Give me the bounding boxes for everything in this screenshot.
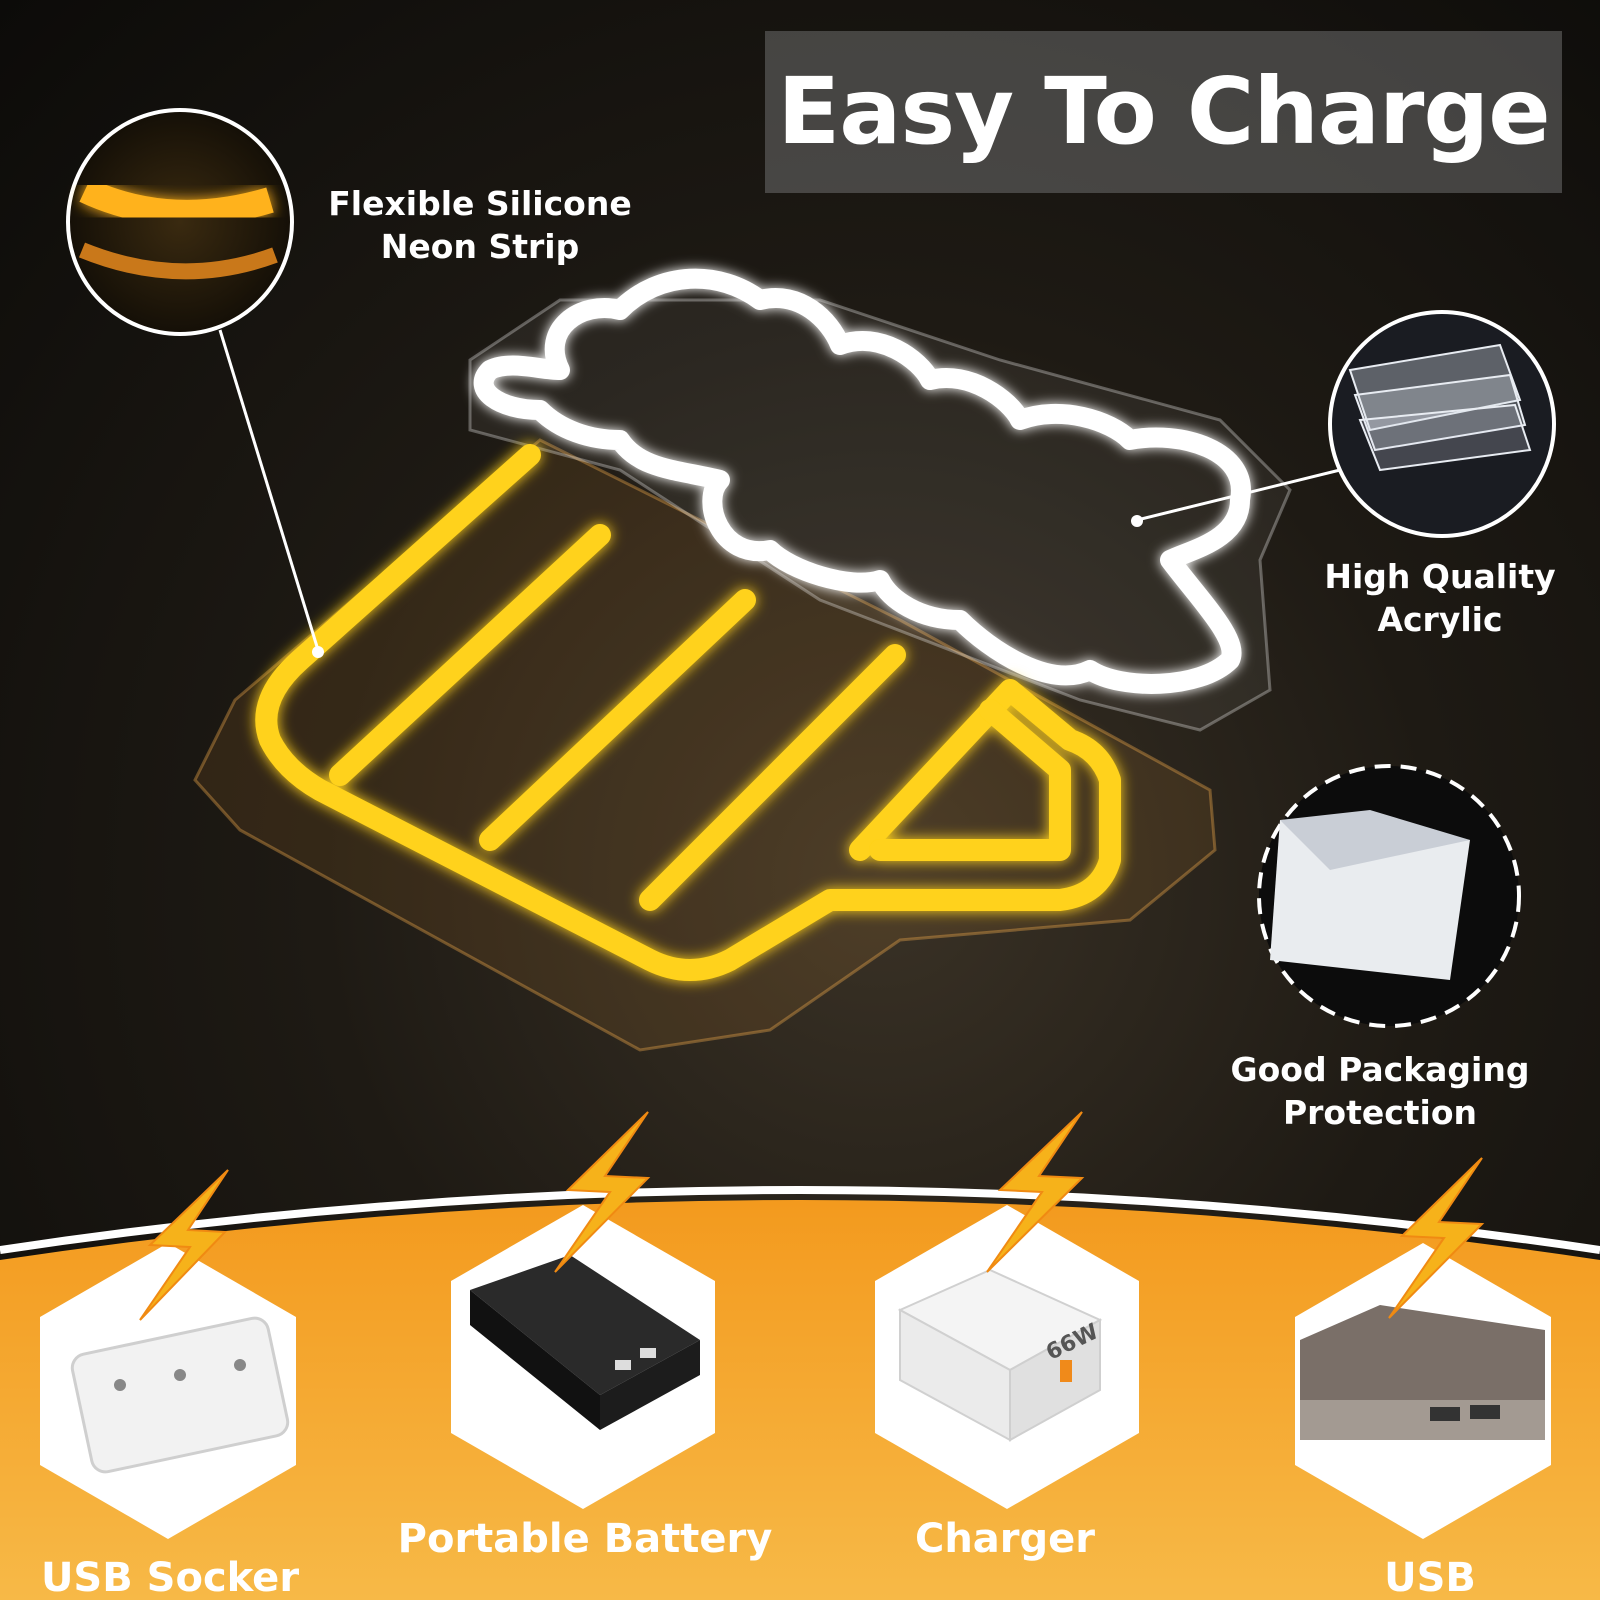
feature-label-packaging-line2: Protection [1282,1093,1478,1132]
hex-laptop [1295,1243,1551,1539]
feature-label-packaging: Good Packaging Protection [1190,1048,1570,1134]
title-banner [765,31,1562,193]
callout-lines [218,329,1341,651]
callout-dot-neon [312,646,324,658]
callout-dot-acrylic [1131,515,1143,527]
device-label-usb-interface: USB Interface [1384,1555,1476,1600]
device-label-usb-socker: USB Socker [40,1555,300,1600]
page-title: Easy To Charge [777,58,1550,165]
feature-label-neon: Flexible Silicone Neon Strip [300,182,660,268]
device-label-charger: Charger [914,1516,1096,1562]
feature-label-acrylic: High Quality Acrylic [1290,555,1590,641]
foam-neon-outline [473,268,1251,694]
feature-label-neon-line1: Flexible Silicone [328,184,632,223]
mug-body-outline [255,444,1121,981]
device-label-portable-battery: Portable Battery [397,1516,773,1562]
feature-circle-acrylic [1328,310,1556,538]
mug-handle-inner [869,699,1071,861]
feature-label-neon-line2: Neon Strip [380,227,580,266]
feature-label-acrylic-line1: High Quality [1324,557,1556,596]
hex-power-strip [40,1243,296,1539]
orange-band-highlight [0,1186,1600,1254]
mug-stripe-1 [329,524,611,786]
feature-circle-neon [66,108,294,336]
hex-wall-charger [875,1205,1139,1509]
mug-neon [255,444,1121,981]
mug-stripe-3 [639,644,906,911]
lightning-bolts [139,1111,1485,1321]
mug-stripe-2 [479,589,756,851]
orange-band [0,1200,1600,1600]
feature-circle-packaging [1257,764,1521,1028]
hex-power-bank [451,1205,715,1509]
feature-label-packaging-line1: Good Packaging [1230,1050,1530,1089]
feature-label-acrylic-line2: Acrylic [1377,600,1503,639]
